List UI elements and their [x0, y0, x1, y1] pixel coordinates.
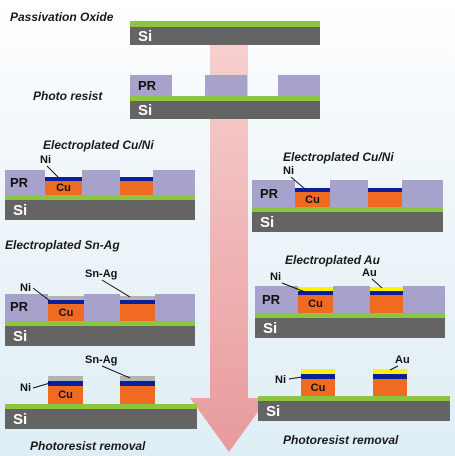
- copper-pillar: Cu: [45, 181, 82, 195]
- silicon-substrate: Si: [258, 401, 450, 421]
- gold-layer: [298, 287, 333, 291]
- nickel-layer: [373, 374, 407, 379]
- step-label-electroplated-sn-ag: Electroplated Sn-Ag: [5, 238, 120, 252]
- step-label-electroplated-cu-ni: Electroplated Cu/Ni: [283, 150, 394, 164]
- pr-label: PR: [138, 78, 157, 93]
- step-label-electroplated-cu-ni: Electroplated Cu/Ni: [43, 138, 154, 152]
- copper-pillar: [120, 386, 155, 404]
- step-label-electroplated-au: Electroplated Au: [285, 253, 380, 267]
- step-label-photoresist: Photo resist: [33, 89, 103, 103]
- nickel-layer: [120, 381, 155, 386]
- oxide-layer: [5, 195, 195, 200]
- sn-ag-layer: [48, 296, 84, 300]
- silicon-substrate: Si: [5, 200, 195, 220]
- step-label-passivation: Passivation Oxide: [10, 10, 114, 24]
- copper-pillar: [368, 192, 402, 207]
- copper-pillar: Cu: [295, 192, 330, 207]
- copper-pillar: Cu: [301, 379, 335, 396]
- pointer-au: [389, 365, 399, 371]
- nickel-layer: [48, 381, 83, 386]
- ni-label: Ni: [20, 382, 31, 394]
- au-label: Au: [362, 267, 377, 279]
- photoresist-block: [155, 294, 195, 321]
- silicon-substrate: Si: [252, 212, 443, 232]
- photoresist-block: [403, 286, 445, 313]
- gold-layer: [373, 369, 407, 374]
- pr-label: PR: [10, 299, 29, 314]
- copper-pillar: [370, 295, 403, 313]
- pointer-ni: [288, 376, 303, 380]
- pointer-ni: [290, 176, 306, 190]
- silicon-substrate: Si: [255, 318, 445, 338]
- nickel-layer: [295, 188, 330, 192]
- photoresist-block: [402, 180, 443, 207]
- ni-label: Ni: [283, 165, 294, 177]
- pointer-ni: [32, 287, 51, 302]
- copper-pillar: [120, 181, 153, 195]
- pointer-ni: [32, 382, 51, 389]
- photoresist-block: [5, 170, 45, 195]
- sn-ag-label: Sn-Ag: [85, 268, 118, 280]
- oxide-layer: [252, 207, 443, 212]
- ni-label: Ni: [275, 374, 286, 386]
- sn-ag-label: Sn-Ag: [85, 354, 118, 366]
- photoresist-block: [153, 170, 195, 195]
- gold-layer: [370, 287, 403, 291]
- copper-pillar: Cu: [48, 304, 84, 321]
- nickel-layer: [301, 374, 335, 379]
- photoresist-block: [205, 75, 247, 96]
- nickel-layer: [48, 300, 84, 304]
- pointer-ni: [46, 165, 59, 178]
- silicon-substrate: Si: [5, 409, 197, 429]
- pr-label: PR: [10, 175, 29, 190]
- copper-pillar: Cu: [298, 295, 333, 313]
- oxide-layer: [130, 21, 320, 27]
- pr-label: PR: [260, 186, 279, 201]
- pointer-ni: [281, 282, 306, 293]
- photoresist-block: [130, 75, 172, 96]
- oxide-layer: [130, 96, 320, 101]
- step-label-photoresist-removal: Photoresist removal: [30, 439, 146, 453]
- pointer-au: [371, 278, 383, 289]
- silicon-substrate: Si: [5, 326, 195, 346]
- copper-pillar: [373, 379, 407, 396]
- ni-label: Ni: [40, 154, 51, 166]
- pointer-sn-ag: [101, 279, 131, 298]
- photoresist-block: [252, 180, 295, 207]
- ni-label: Ni: [270, 271, 281, 283]
- oxide-layer: [255, 313, 445, 318]
- photoresist-block: [278, 75, 320, 96]
- photoresist-block: [5, 294, 48, 321]
- pr-label: PR: [262, 292, 281, 307]
- nickel-layer: [120, 177, 153, 181]
- photoresist-block: [333, 286, 370, 313]
- nickel-layer: [298, 291, 333, 295]
- oxide-layer: [5, 404, 197, 409]
- photoresist-block: [84, 294, 120, 321]
- silicon-substrate: Si: [130, 101, 320, 119]
- gold-layer: [301, 369, 335, 374]
- photoresist-block: [82, 170, 120, 195]
- copper-pillar: [120, 304, 155, 321]
- nickel-layer: [370, 291, 403, 295]
- oxide-layer: [5, 321, 195, 326]
- copper-pillar: Cu: [48, 386, 83, 404]
- pointer-sn-ag: [101, 365, 131, 379]
- nickel-layer: [368, 188, 402, 192]
- ni-label: Ni: [20, 282, 31, 294]
- oxide-layer: [258, 396, 450, 401]
- sn-ag-layer: [120, 376, 155, 381]
- photoresist-block: [255, 286, 298, 313]
- sn-ag-layer: [120, 296, 155, 300]
- photoresist-block: [330, 180, 368, 207]
- silicon-substrate: Si: [130, 27, 320, 45]
- nickel-layer: [45, 177, 82, 181]
- sn-ag-layer: [48, 376, 83, 381]
- au-label: Au: [395, 354, 410, 366]
- step-label-photoresist-removal: Photoresist removal: [283, 433, 399, 447]
- nickel-layer: [120, 300, 155, 304]
